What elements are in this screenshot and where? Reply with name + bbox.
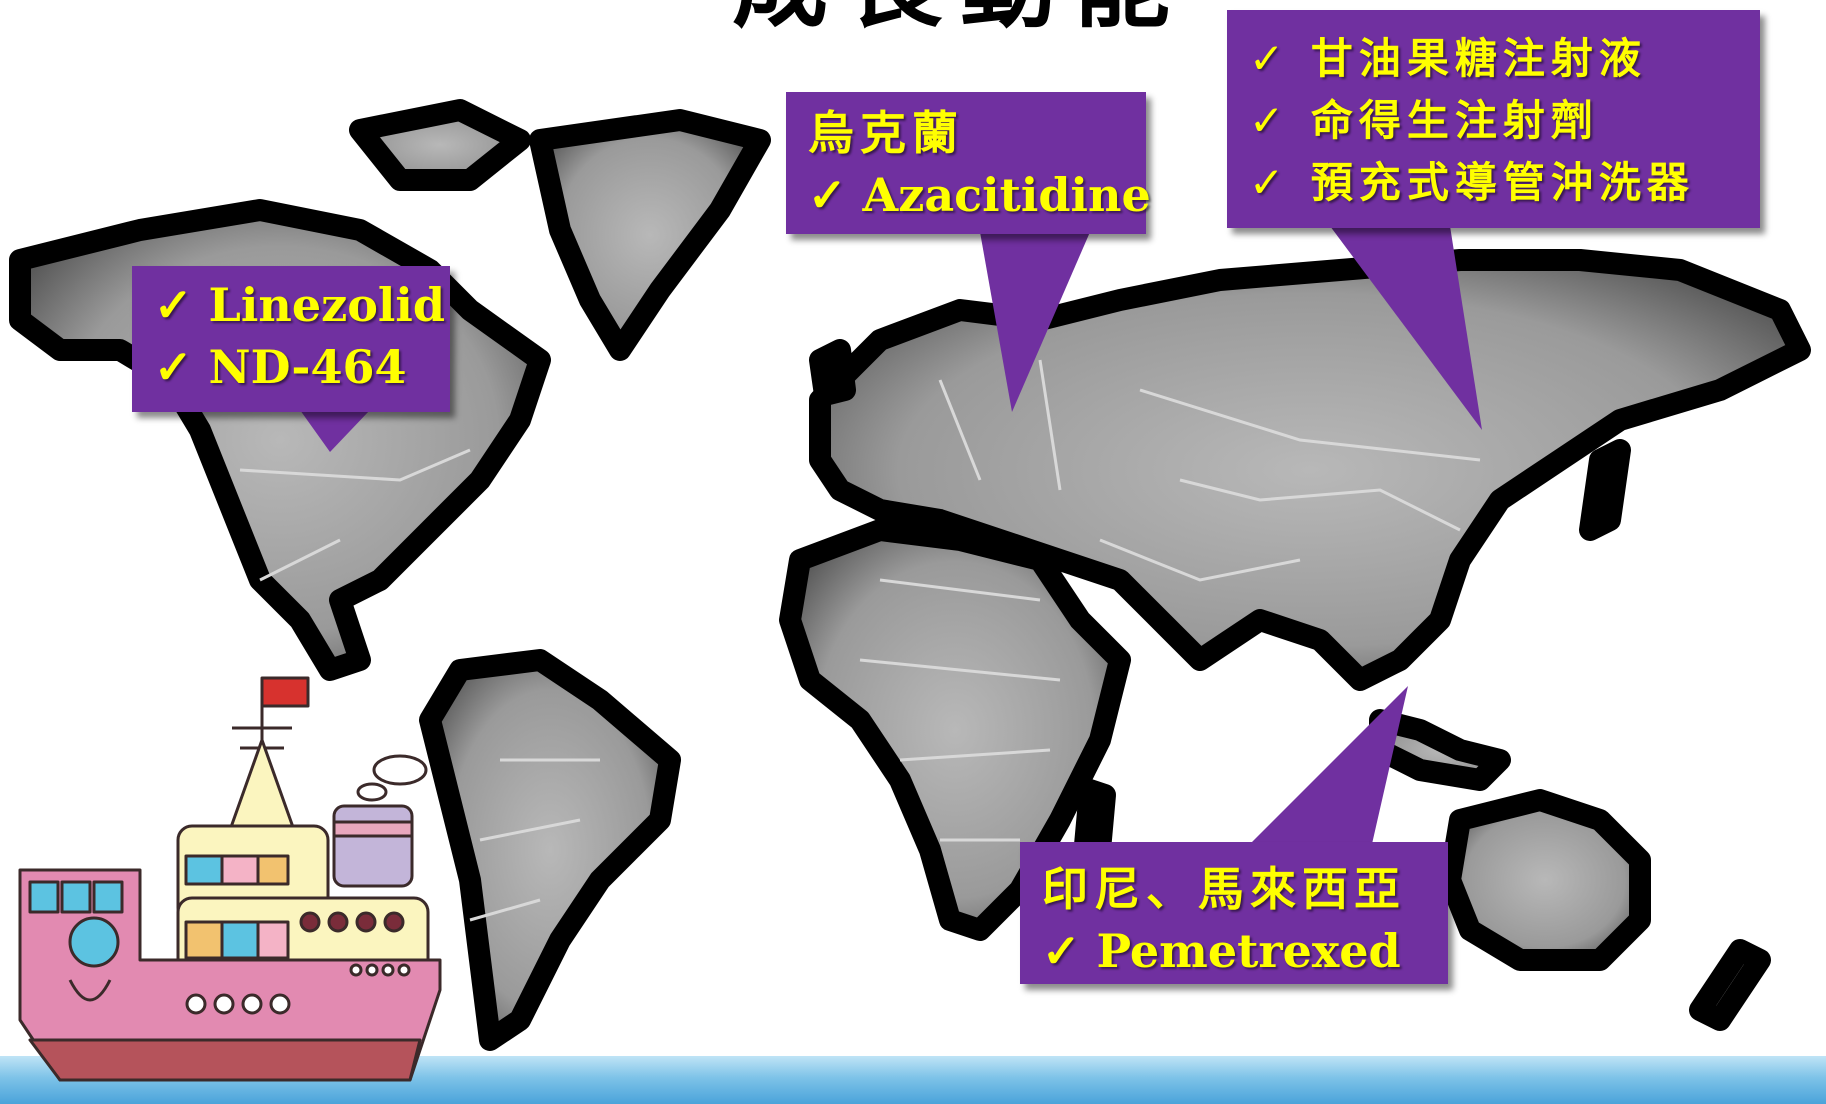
callout-line: ✓ ND-464 — [154, 340, 407, 394]
continent-uk — [809, 339, 856, 406]
continent-japan — [1579, 439, 1631, 541]
cargo-ship-illustration — [18, 676, 442, 1082]
callout-china: ✓ 甘油果糖注射液 ✓ 命得生注射劑 ✓ 預充式導管沖洗器 — [1227, 10, 1760, 228]
callout-line: ✓ 命得生注射劑 — [1249, 96, 1599, 145]
callout-ukraine: 烏克蘭 ✓ Azacitidine — [786, 92, 1151, 234]
callout-north-america: ✓ Linezolid ✓ ND-464 — [132, 266, 450, 412]
continent-south-america — [419, 649, 681, 1051]
country-borders — [239, 359, 1481, 922]
continent-arctic-islands — [349, 99, 531, 191]
callout-line: ✓ Linezolid — [154, 278, 446, 332]
slide-title: 成長動能 — [700, 0, 1220, 40]
callout-line: ✓ Azacitidine — [808, 168, 1151, 222]
callout-line: 印尼、馬來西亞 — [1042, 862, 1406, 916]
callout-line: ✓ 預充式導管沖洗器 — [1249, 158, 1695, 207]
continent-greenland — [529, 109, 771, 361]
continent-new-zealand — [1689, 939, 1771, 1031]
callout-line: ✓ Pemetrexed — [1042, 924, 1401, 978]
continent-australia — [1439, 789, 1651, 971]
callout-indonesia-malaysia: 印尼、馬來西亞 ✓ Pemetrexed — [1020, 842, 1448, 984]
world-map — [9, 99, 1811, 1051]
callout-line: ✓ 甘油果糖注射液 — [1249, 34, 1647, 83]
callout-line: 烏克蘭 — [808, 106, 964, 160]
